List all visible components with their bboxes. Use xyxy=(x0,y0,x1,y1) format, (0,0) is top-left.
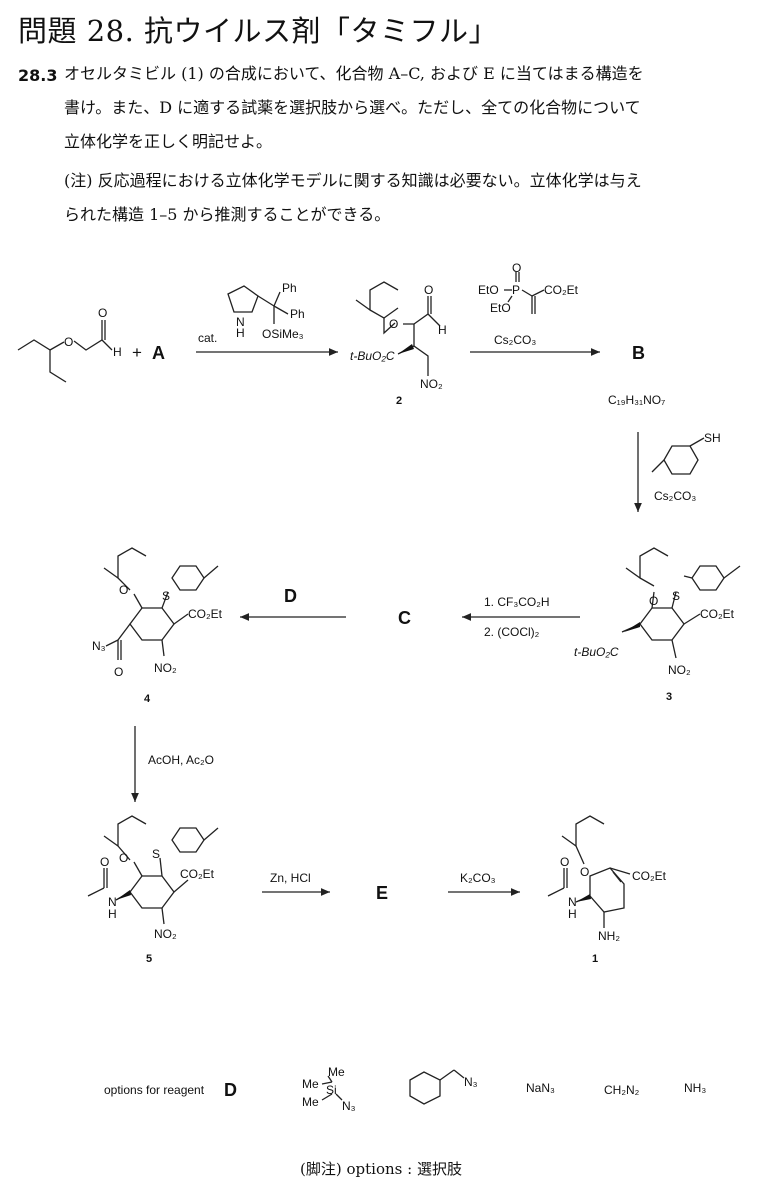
option-tmsn3-me-3: Me xyxy=(302,1095,319,1109)
question-number: 28.3 xyxy=(18,66,58,85)
thiol-sh: SH xyxy=(704,431,721,445)
step-4-reagent-1: 1. CF₃CO₂H xyxy=(484,595,550,609)
catalyst-nh: H xyxy=(236,326,245,340)
placeholder-a: A xyxy=(152,343,165,363)
nitro-label: NO₂ xyxy=(668,663,691,677)
atom-label-o: O xyxy=(64,335,73,349)
option-tmsn3-si: Si xyxy=(326,1083,337,1097)
question-line-1: オセルタミビル (1) の合成において、化合物 A–C, および E に当てはま… xyxy=(64,64,644,83)
option-tmsn3-structure xyxy=(321,1075,343,1101)
compound-number-3: 3 xyxy=(666,691,672,703)
placeholder-b: B xyxy=(632,343,645,363)
step-7-reagents: K₂CO₃ xyxy=(460,871,496,885)
amide-hydrogen: H xyxy=(568,907,577,921)
compound-number-5: 5 xyxy=(146,953,152,965)
placeholder-c: C xyxy=(398,608,411,628)
option-tmsn3-me-2: Me xyxy=(302,1077,319,1091)
compound-3-structure xyxy=(621,547,741,659)
atom-label-h: H xyxy=(113,345,122,359)
question-line-2: 書け。また、D に適する試薬を選択肢から選べ。ただし、全ての化合物について xyxy=(64,98,641,117)
atom-label-o: O xyxy=(649,594,658,608)
plus-sign: + xyxy=(132,343,142,362)
wedge-bond-1 xyxy=(576,894,591,902)
catalyst-structure xyxy=(227,285,289,324)
option-nh3: NH₃ xyxy=(684,1081,706,1095)
atom-label-o: O xyxy=(98,306,107,320)
hwe-eto-2: EtO xyxy=(490,301,511,315)
ester-label: CO₂Et xyxy=(180,867,215,881)
hwe-ester: CO₂Et xyxy=(544,283,579,297)
azide-label: N₃ xyxy=(92,639,106,653)
hwe-reagent-structure xyxy=(504,272,545,314)
nitro-label: NO₂ xyxy=(154,927,177,941)
atom-label-h: H xyxy=(438,323,447,337)
atom-label-o: O xyxy=(560,855,569,869)
compound-number-4: 4 xyxy=(144,693,151,705)
option-benzyl-azide-n3: N₃ xyxy=(464,1075,478,1089)
option-nan3: NaN₃ xyxy=(526,1081,555,1095)
placeholder-d: D xyxy=(284,586,297,606)
b-molecular-formula: C₁₉H₃₁NO₇ xyxy=(608,393,665,407)
catalyst-nitrogen: N xyxy=(236,315,245,329)
thiocresol-structure xyxy=(651,437,705,475)
ester-label: CO₂Et xyxy=(188,607,223,621)
question-note-line-1: (注) 反応過程における立体化学モデルに関する知識は必要ない。立体化学は与え xyxy=(64,171,642,190)
ester-label: CO₂Et xyxy=(700,607,735,621)
hwe-eto-1: EtO xyxy=(478,283,499,297)
options-label: options for reagent xyxy=(104,1083,205,1097)
compound-number-2: 2 xyxy=(396,395,402,407)
amide-hydrogen: H xyxy=(108,907,117,921)
question-note-line-2: られた構造 1–5 から推測することができる。 xyxy=(64,205,391,224)
step-6-reagents: Zn, HCl xyxy=(270,871,311,885)
catalyst-ph-1: Ph xyxy=(282,281,297,295)
hwe-o: O xyxy=(512,261,521,275)
tbu-ester-label: t-BuO₂C xyxy=(574,645,619,659)
catalyst-ph-2: Ph xyxy=(290,307,305,321)
atom-label-o: O xyxy=(424,283,433,297)
atom-label-o: O xyxy=(119,851,128,865)
amide-nitrogen: N xyxy=(108,895,117,909)
option-benzyl-azide-structure xyxy=(409,1069,465,1105)
atom-label-o: O xyxy=(389,317,398,331)
option-tmsn3-n3: N₃ xyxy=(342,1099,356,1113)
atom-label-o: O xyxy=(580,865,589,879)
footnote: (脚注) options : 選択肢 xyxy=(300,1160,462,1178)
placeholder-e: E xyxy=(376,883,388,903)
option-tmsn3-me-1: Me xyxy=(328,1065,345,1079)
atom-label-o: O xyxy=(114,665,123,679)
option-ch2n2: CH₂N₂ xyxy=(604,1083,640,1097)
nitro-label: NO₂ xyxy=(154,661,177,675)
reaction-scheme: O O H + A Ph Ph N H cat. OSiMe₃ O O H t-… xyxy=(17,261,741,1113)
tbu-ester-label: t-BuO₂C xyxy=(350,349,395,363)
wedge-bond-3 xyxy=(624,622,640,632)
question-line-3: 立体化学を正しく明記せよ。 xyxy=(64,132,273,151)
nitro-label: NO₂ xyxy=(420,377,443,391)
options-letter-d: D xyxy=(224,1080,237,1100)
atom-label-s: S xyxy=(152,847,160,861)
ester-label: CO₂Et xyxy=(632,869,667,883)
compound-number-1: 1 xyxy=(592,953,598,965)
amide-nitrogen: N xyxy=(568,895,577,909)
wedge-bond-5 xyxy=(116,890,131,900)
hwe-p: P xyxy=(512,283,520,297)
starting-aldehyde-structure xyxy=(17,320,113,383)
step-4-reagent-2: 2. (COCl)₂ xyxy=(484,625,540,639)
compound-4-structure xyxy=(103,547,219,660)
atom-label-o: O xyxy=(100,855,109,869)
atom-label-s: S xyxy=(672,589,680,603)
wedge-bond-2 xyxy=(398,344,414,354)
step-5-reagents: AcOH, Ac₂O xyxy=(148,753,214,767)
atom-label-s: S xyxy=(162,589,170,603)
catalyst-label: cat. xyxy=(198,331,217,345)
page-title: 問題 28. 抗ウイルス剤「タミフル」 xyxy=(18,14,499,48)
amine-label: NH₂ xyxy=(598,929,620,943)
atom-label-o: O xyxy=(119,583,128,597)
step-3-base: Cs₂CO₃ xyxy=(654,489,696,503)
step-2-base: Cs₂CO₃ xyxy=(494,333,536,347)
compound-5-structure xyxy=(87,815,219,925)
catalyst-otms: OSiMe₃ xyxy=(262,327,304,341)
